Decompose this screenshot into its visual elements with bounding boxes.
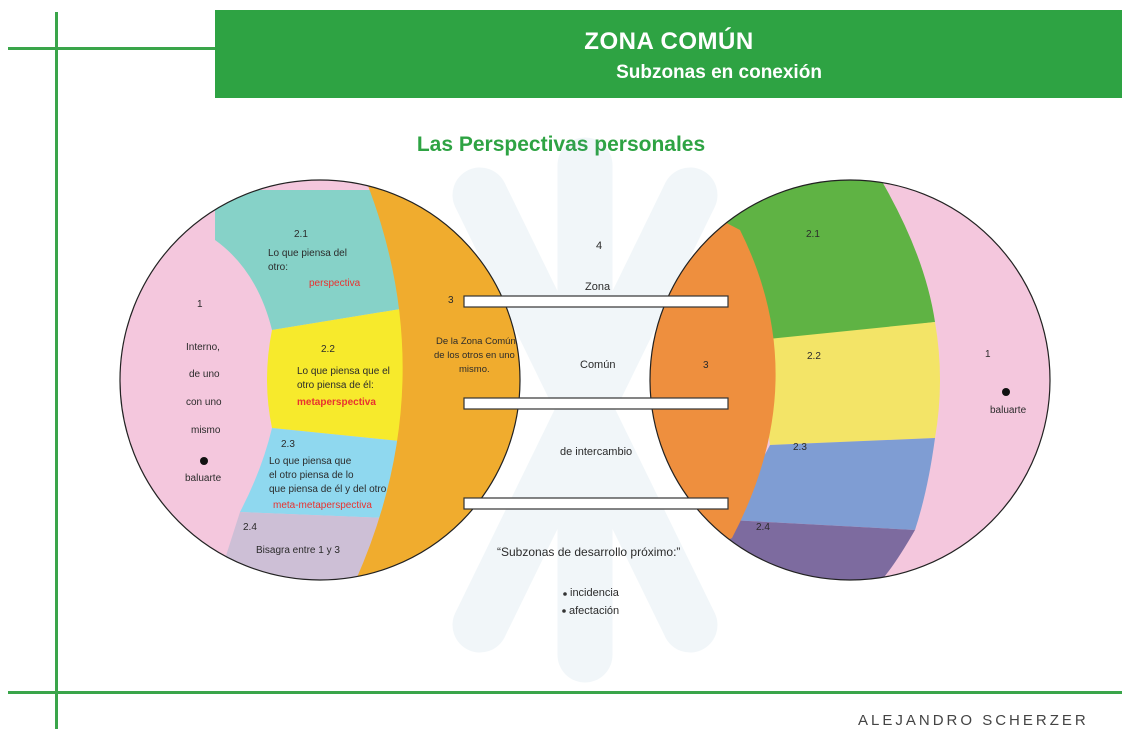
right-zone-1-number: 1 bbox=[985, 349, 991, 360]
left-zone-2-2-line2: otro piensa de él: bbox=[297, 380, 374, 391]
author-name: ALEJANDRO SCHERZER bbox=[858, 712, 1089, 729]
left-baluarte-label: baluarte bbox=[185, 473, 222, 484]
banner-title: ZONA COMÚN bbox=[584, 28, 754, 55]
left-zone-2-2-keyword: metaperspectiva bbox=[297, 397, 376, 408]
watermark-asterisk bbox=[452, 137, 718, 683]
right-zone-2-1-number: 2.1 bbox=[806, 229, 820, 240]
banner-subtitle: Subzonas en conexión bbox=[616, 62, 822, 83]
bottom-horizontal-rule bbox=[8, 691, 1122, 694]
right-zone-2-3 bbox=[730, 438, 935, 530]
left-zone-1-line1: Interno, bbox=[186, 342, 220, 353]
left-zone-2-1-line1: Lo que piensa del bbox=[268, 248, 347, 259]
center-line3: de intercambio bbox=[560, 446, 632, 458]
diagram-heading: Las Perspectivas personales bbox=[416, 133, 706, 156]
left-zone-3-line2: de los otros en uno bbox=[434, 350, 515, 361]
right-baluarte-label: baluarte bbox=[990, 405, 1027, 416]
left-zone-2-1-keyword: perspectiva bbox=[309, 278, 361, 289]
left-zone-2-4-number: 2.4 bbox=[243, 522, 257, 533]
center-bullet-1 bbox=[563, 592, 567, 596]
left-zone-1-line4: mismo bbox=[191, 425, 221, 436]
left-zone-2-2-number: 2.2 bbox=[321, 344, 335, 355]
left-zone-2-1-line2: otro: bbox=[268, 262, 288, 273]
left-zone-3-line1: De la Zona Común bbox=[436, 336, 516, 347]
left-zone-1-line2: de uno bbox=[189, 369, 220, 380]
connector-bars bbox=[463, 295, 729, 510]
left-zone-1-line3: con uno bbox=[186, 397, 222, 408]
left-zone-2-2-line1: Lo que piensa que el bbox=[297, 366, 390, 377]
left-zone-2-3-line1: Lo que piensa que bbox=[269, 456, 352, 467]
left-zone-2-3-keyword: meta-metaperspectiva bbox=[273, 500, 372, 511]
left-zone-2-3-number: 2.3 bbox=[281, 439, 295, 450]
center-bullet-2-text: afectación bbox=[569, 605, 619, 617]
center-line1: Zona bbox=[585, 281, 611, 293]
center-number: 4 bbox=[596, 240, 602, 252]
connector-bar-middle bbox=[463, 397, 729, 410]
right-zone-2-2 bbox=[758, 322, 940, 445]
right-zone-3-number: 3 bbox=[703, 360, 709, 371]
right-zone-2-4-number: 2.4 bbox=[756, 522, 770, 533]
center-note: “Subzonas de desarrollo próximo:” bbox=[497, 545, 680, 559]
center-bullet-2 bbox=[562, 609, 566, 613]
left-zone-2-1-number: 2.1 bbox=[294, 229, 308, 240]
left-zone-3-line3: mismo. bbox=[459, 364, 490, 375]
left-zone-2-4-line1: Bisagra entre 1 y 3 bbox=[256, 545, 340, 556]
left-zone-2-3-line2: el otro piensa de lo bbox=[269, 470, 354, 481]
right-circle-outline bbox=[649, 179, 1051, 581]
left-circle-outline bbox=[119, 179, 521, 581]
right-circle bbox=[649, 179, 1051, 581]
left-vertical-rule bbox=[55, 12, 58, 729]
right-zone-2-3-number: 2.3 bbox=[793, 442, 807, 453]
connector-bar-top bbox=[463, 295, 729, 308]
center-bullet-1-text: incidencia bbox=[570, 587, 620, 599]
header-banner: ZONA COMÚN Subzonas en conexión bbox=[215, 10, 1122, 98]
left-zone-2-3-line3: que piensa de él y del otro bbox=[269, 484, 387, 495]
center-line2: Común bbox=[580, 359, 615, 371]
right-baluarte-dot bbox=[1002, 388, 1010, 396]
connector-bar-bottom bbox=[463, 497, 729, 510]
top-horizontal-rule bbox=[8, 47, 218, 50]
left-zone-1-number: 1 bbox=[197, 299, 203, 310]
left-zone-2-2 bbox=[267, 305, 438, 445]
left-zone-3-number: 3 bbox=[448, 295, 454, 306]
right-zone-2-2-number: 2.2 bbox=[807, 351, 821, 362]
left-baluarte-dot bbox=[200, 457, 208, 465]
left-zone-2-1 bbox=[215, 190, 425, 330]
